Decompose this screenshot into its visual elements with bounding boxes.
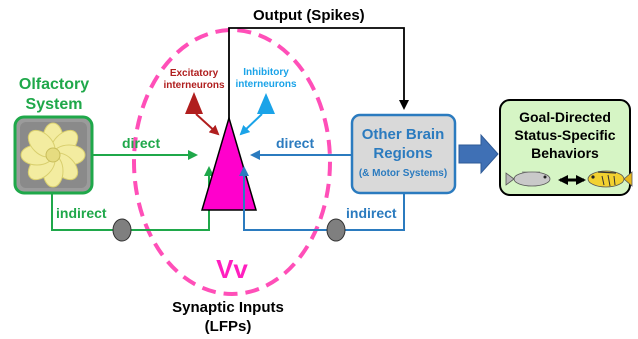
excitatory-label-line2: interneurons xyxy=(163,80,225,91)
output-spike-line xyxy=(228,27,409,190)
indirect-label-left: indirect xyxy=(56,205,107,221)
other-brain-label-line3: (& Motor Systems) xyxy=(359,168,447,179)
other-brain-label-line1: Other Brain xyxy=(362,126,445,143)
block-arrow-to-behavior xyxy=(458,133,499,175)
synaptic-label-line1: Synaptic Inputs xyxy=(172,299,284,316)
inhibitory-label-line2: interneurons xyxy=(235,79,297,90)
excitatory-arrow xyxy=(195,113,220,136)
olfactory-label-line2: System xyxy=(26,96,83,113)
flower-icon xyxy=(20,122,86,188)
inhibitory-label-line1: Inhibitory xyxy=(243,67,289,78)
synaptic-label-line2: (LFPs) xyxy=(205,318,252,335)
other-brain-regions-box xyxy=(350,113,457,195)
vv-region-outline xyxy=(132,28,332,296)
goal-label-line1: Goal-Directed xyxy=(519,109,611,125)
direct-label-right: direct xyxy=(276,135,314,151)
goal-label-line2: Status-Specific xyxy=(514,127,615,143)
direct-label-left: direct xyxy=(122,135,160,151)
excitatory-label-line1: Excitatory xyxy=(170,68,219,79)
grey-fish-icon xyxy=(505,171,551,187)
indirect-label-right: indirect xyxy=(346,205,397,221)
vv-label: Vv xyxy=(216,254,248,284)
behavior-output-box xyxy=(499,99,631,196)
inhibitory-arrow xyxy=(239,113,263,136)
inhibitory-interneuron xyxy=(257,93,275,114)
blue-indirect-path xyxy=(239,166,405,231)
left-relay-node xyxy=(112,218,132,242)
goal-label-line3: Behaviors xyxy=(531,145,599,161)
olfactory-label-line1: Olfactory xyxy=(19,76,89,93)
output-label: Output (Spikes) xyxy=(253,7,365,24)
excitatory-interneuron xyxy=(185,92,203,114)
principal-neuron xyxy=(200,115,258,211)
yellow-fish-icon xyxy=(587,170,633,188)
right-relay-node xyxy=(326,218,346,242)
other-brain-label-line2: Regions xyxy=(373,145,432,162)
